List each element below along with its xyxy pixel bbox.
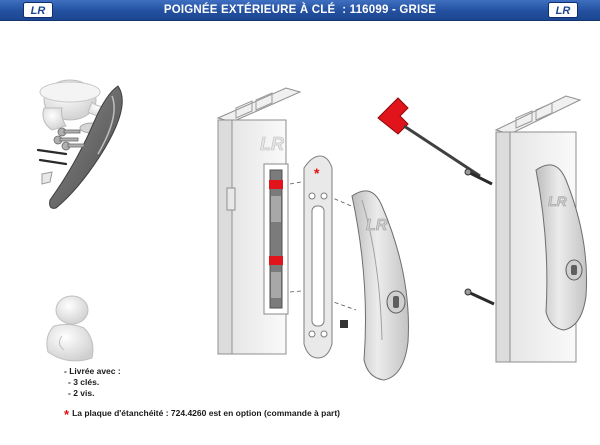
gasket-footnote: *La plaque d'étanchéité : 724.4260 est e…: [64, 404, 341, 422]
hex-wrench-icon: [377, 97, 481, 178]
delivery-item-keys: - 3 clés.: [68, 377, 100, 388]
left-window-profile: LR: [216, 87, 302, 355]
option-marker: *: [314, 165, 320, 181]
brand-logo-right-text: LR: [556, 5, 571, 17]
delivery-item-screws: - 2 vis.: [68, 388, 95, 399]
lock-mechanism: [263, 163, 289, 315]
brand-logo-right: LR: [548, 2, 578, 18]
screws-icon: [36, 148, 68, 185]
thinking-figure: [46, 295, 94, 362]
sample-handle: [49, 85, 123, 209]
svg-text:LR: LR: [548, 193, 568, 209]
brand-logo-left-text: LR: [31, 5, 46, 17]
delivery-heading: - Livrée avec :: [64, 366, 121, 376]
footnote-marker: *: [64, 407, 70, 422]
keys-icon: [53, 127, 85, 151]
svg-text:LR: LR: [366, 217, 388, 234]
page-title: POIGNÉE EXTÉRIEURE À CLÉ : 116099 - GRIS…: [163, 4, 437, 16]
assembly-guide-lines: [289, 179, 357, 311]
assembled-handle: LR: [535, 164, 588, 331]
header-banner: [0, 0, 600, 21]
svg-text:LR: LR: [260, 134, 284, 154]
delivery-notes: - Livrée avec : - 3 clés. - 2 vis.: [64, 366, 121, 400]
gasket-plate: *: [303, 155, 333, 359]
screw-top: [464, 168, 493, 186]
footnote-text: La plaque d'étanchéité : 724.4260 est en…: [72, 408, 341, 418]
screw-bottom: [464, 288, 495, 306]
key-handle: LR: [340, 190, 409, 381]
brand-logo-left: LR: [23, 2, 53, 18]
